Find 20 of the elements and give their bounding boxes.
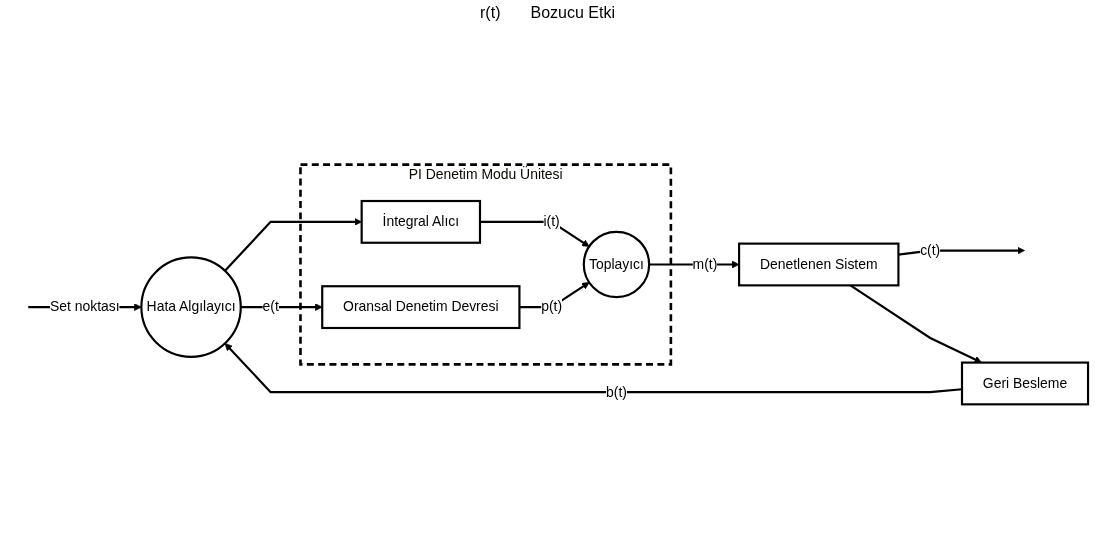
node-circle: Hata Algılayıcı	[140, 256, 242, 358]
arrow	[898, 246, 1025, 256]
edge-label: e(t	[262, 299, 279, 315]
edge-label: p(t)	[541, 299, 563, 315]
edge-label: Set noktası	[50, 299, 120, 315]
edge-label: c(t)	[920, 242, 941, 258]
edge-label: m(t)	[692, 256, 718, 272]
node-box: İntegral Alıcı	[360, 199, 482, 244]
signal-label: r(t)	[480, 4, 501, 22]
signal-label: Bozucu Etki	[530, 4, 615, 22]
arrow	[224, 218, 362, 272]
node-circle: Toplayıcı	[582, 230, 651, 299]
node-box: Geri Besleme	[960, 361, 1090, 406]
node-box: Oransal Denetim Devresi	[321, 285, 521, 330]
arrow	[224, 343, 963, 394]
node-box: Denetlenen Sistem	[738, 242, 900, 287]
arrow	[240, 303, 323, 311]
arrow	[480, 220, 590, 247]
edge-label: i(t)	[543, 214, 560, 229]
edge-label: b(t)	[606, 384, 627, 400]
